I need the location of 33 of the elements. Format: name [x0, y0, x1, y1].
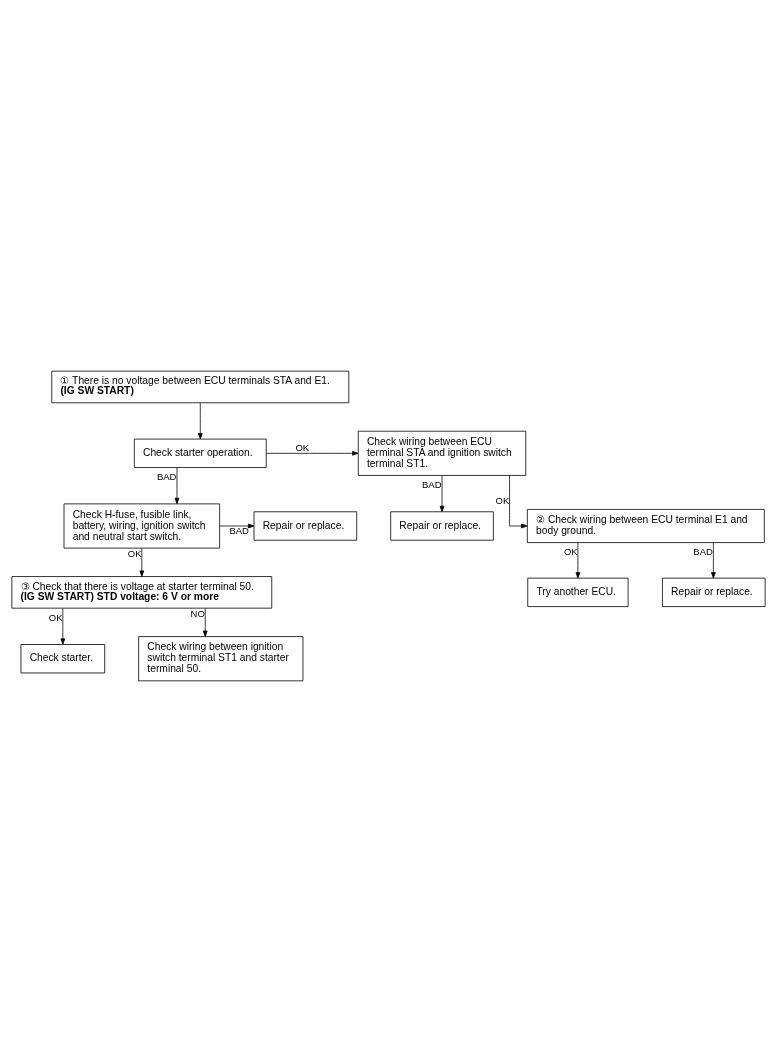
node-box: Check wiring between ECU terminal STA and ignition switch terminal ST1. — [357, 430, 527, 476]
node-box: Check starter operation. — [133, 438, 267, 468]
arrow — [60, 608, 66, 645]
edge-label: BAD — [229, 524, 249, 536]
node-box: Try another ECU. — [527, 577, 629, 607]
arrow — [174, 467, 180, 505]
arrow — [197, 402, 203, 440]
edge-label: OK — [295, 441, 310, 453]
edge-label: OK — [563, 545, 578, 557]
node-box: Repair or replace. — [390, 511, 494, 541]
node-box: Check H-fuse, fusible link, battery, wiring, ignition switch and neutral start switch. — [63, 503, 221, 549]
edge-label: NO — [190, 608, 205, 620]
node-box: ② Check wiring between ECU terminal E1 and body ground. — [526, 509, 765, 543]
arrow — [711, 542, 716, 579]
arrow — [439, 475, 445, 513]
node-box: ③ Check that there is voltage at starter terminal 50. (IG SW START) STD voltage: 6 V or more — [11, 576, 273, 609]
edge-label: OK — [495, 495, 510, 507]
node-box: Repair or replace. — [662, 577, 766, 607]
node-box: Check starter. — [20, 644, 106, 674]
arrow — [219, 523, 255, 529]
arrow — [509, 475, 528, 529]
edge-label: OK — [127, 547, 142, 559]
node-box: Check wiring between ignition switch terminal ST1 and starter terminal 50. — [138, 636, 304, 682]
edge-label: BAD — [693, 545, 713, 557]
node-box: ① There is no voltage between ECU terminals STA and E1. (IG SW START) — [51, 370, 350, 404]
node-box: Repair or replace. — [253, 511, 358, 541]
edge-label: BAD — [422, 479, 442, 491]
arrow — [139, 548, 145, 577]
arrow — [265, 451, 359, 456]
edge-label: OK — [48, 611, 63, 623]
edge-label: BAD — [156, 471, 177, 483]
arrow — [202, 608, 208, 637]
arrow — [575, 542, 581, 579]
